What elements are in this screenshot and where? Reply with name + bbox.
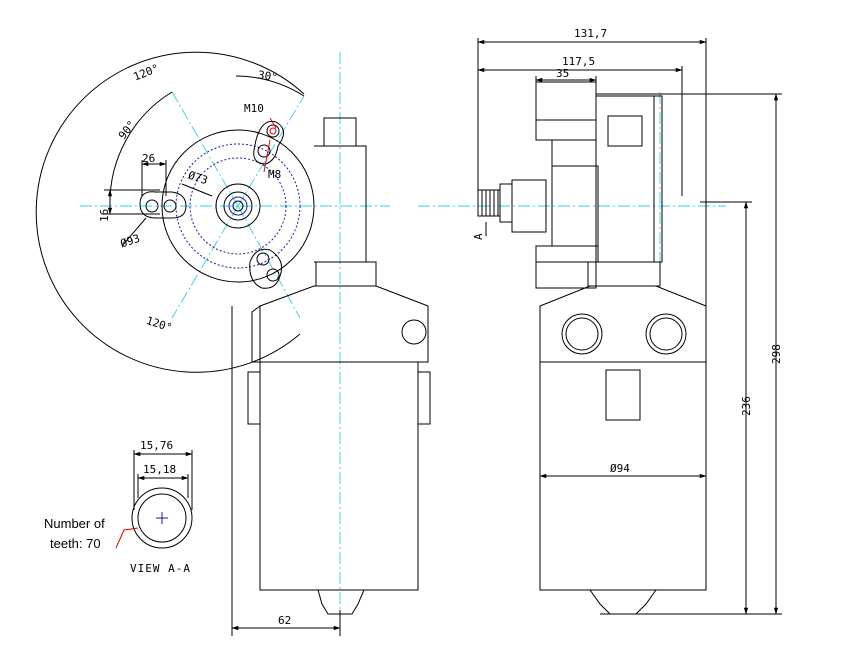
m10-leader xyxy=(269,117,277,129)
label-236: 236 xyxy=(740,396,753,416)
detail-view-a: 15,76 15,18 Number of teeth: 70 VIEW A-A xyxy=(44,439,193,575)
angle-arc-30 xyxy=(235,75,305,97)
shaft-boss xyxy=(215,183,261,229)
label-90: 90° xyxy=(116,118,138,142)
motor-top-cap xyxy=(259,285,429,363)
motor-can xyxy=(259,361,419,591)
label-117-5: 117,5 xyxy=(562,55,595,68)
angle-arc-90 xyxy=(109,91,173,207)
label-120-top: 120° xyxy=(132,62,161,84)
housing-bottom-block xyxy=(535,261,597,289)
teeth-note-line2: teeth: 70 xyxy=(50,536,101,551)
label-131-7: 131,7 xyxy=(574,27,607,40)
motor-adapter-side xyxy=(587,261,661,287)
side-view: A 131,7 117,5 35 Ø94 298 236 xyxy=(418,27,783,615)
label-d93: Ø93 xyxy=(119,232,142,251)
housing-top-block xyxy=(535,81,597,121)
label-m8: M8 xyxy=(268,168,281,181)
pinion-outer xyxy=(131,487,193,549)
angle-arc xyxy=(35,51,305,373)
label-298: 298 xyxy=(770,344,783,364)
bearing-cap-side xyxy=(589,589,657,615)
label-62: 62 xyxy=(278,614,291,627)
brush-cap xyxy=(401,319,427,345)
shaft-spline xyxy=(228,196,248,216)
gear-cover xyxy=(595,95,655,263)
output-hub xyxy=(511,179,547,233)
label-15-18: 15,18 xyxy=(143,463,176,476)
shaft-core xyxy=(232,200,244,212)
lug-bottom xyxy=(249,248,283,289)
view-title: VIEW A-A xyxy=(130,562,191,575)
radial-centerline-120b xyxy=(171,205,239,319)
radial-centerline-120c xyxy=(237,205,301,319)
front-view: 120° 30° 90° 120° M10 M8 26 Ø73 16 Ø93 6… xyxy=(35,51,431,636)
gear-housing xyxy=(161,129,315,283)
lug-top xyxy=(253,120,284,165)
inner-circle-hidden xyxy=(189,157,287,255)
brush-cap-right xyxy=(645,313,687,355)
m8-leader xyxy=(263,139,271,173)
teeth-note-line1: Number of xyxy=(44,516,105,531)
radial-centerline-120a xyxy=(171,91,239,207)
label-plate xyxy=(605,369,641,421)
motor-adapter xyxy=(315,261,377,287)
label-16: 16 xyxy=(98,209,111,222)
motor-flange-left xyxy=(251,305,261,363)
clip-left xyxy=(247,371,261,425)
clip-right xyxy=(417,371,431,425)
housing-top-step xyxy=(535,119,597,141)
teeth-leader xyxy=(115,527,139,549)
stub-side xyxy=(607,115,643,147)
leader-93 xyxy=(121,217,147,247)
label-26: 26 xyxy=(142,152,155,165)
cover-flange xyxy=(653,95,663,263)
label-d73: Ø73 xyxy=(186,169,209,188)
brush-cap-left-inner xyxy=(565,317,599,351)
label-30: 30° xyxy=(257,68,278,84)
label-35: 35 xyxy=(556,67,569,80)
motor-bearing-cap xyxy=(317,589,365,615)
shaft-outer xyxy=(223,191,253,221)
leader-73 xyxy=(181,183,213,197)
pinion-teeth xyxy=(481,190,499,216)
radial-centerline-30 xyxy=(237,95,305,207)
section-marker: A xyxy=(472,233,485,240)
lug-left xyxy=(139,191,187,219)
label-120-bottom: 120° xyxy=(145,314,174,335)
housing-lower-step xyxy=(535,245,599,263)
brush-cap-left xyxy=(561,313,603,355)
label-m10: M10 xyxy=(244,102,264,115)
brush-cap-right-inner xyxy=(649,317,683,351)
shaft-collar xyxy=(499,183,513,223)
label-d94: Ø94 xyxy=(610,462,630,475)
label-15-76: 15,76 xyxy=(140,439,173,452)
pinion-inner xyxy=(137,493,187,543)
housing-upper-rib xyxy=(551,139,597,167)
pinion xyxy=(477,189,501,217)
bolt-circle-hidden xyxy=(175,143,301,269)
